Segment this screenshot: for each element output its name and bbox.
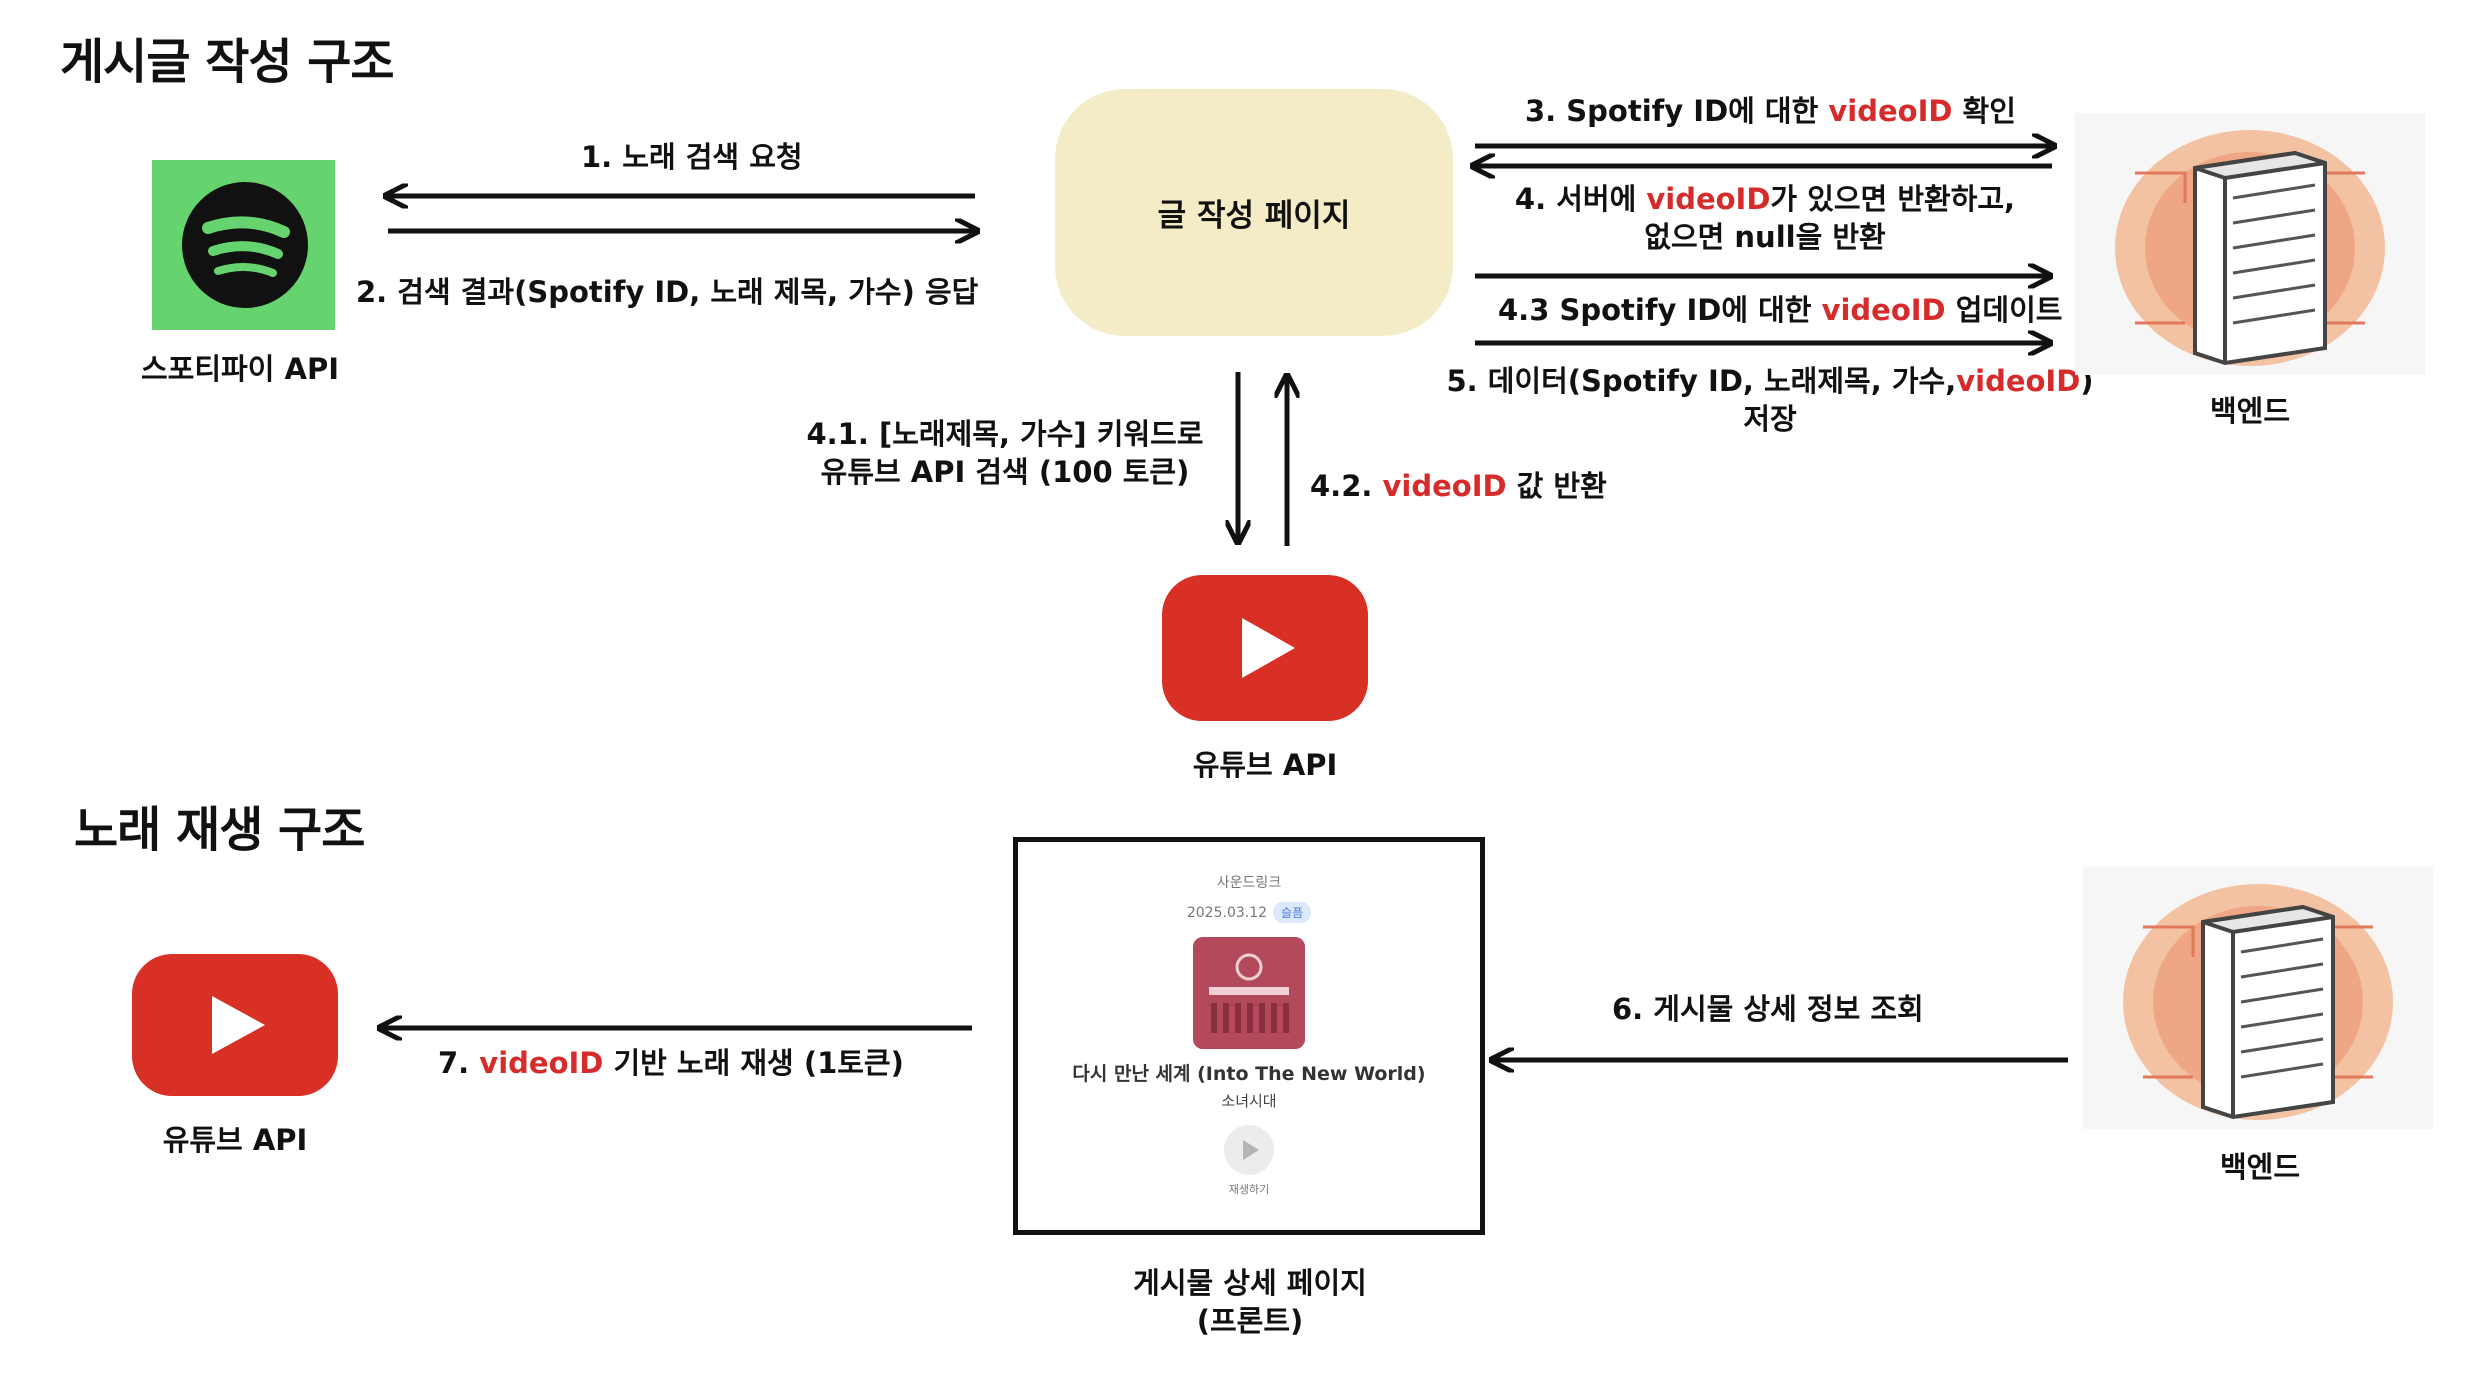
play-label: 재생하기 [1018, 1181, 1480, 1197]
step41-label: 4.1. [노래제목, 가수] 키워드로 유튜브 API 검색 (100 토큰) [790, 415, 1220, 491]
step3-label: 3. Spotify ID에 대한 videoID 확인 [1525, 92, 2016, 130]
youtube-logo-icon [130, 952, 340, 1098]
song-title: 다시 만난 세계 (Into The New World) [1018, 1059, 1480, 1086]
youtube-bottom-label: 유튜브 API [120, 1121, 350, 1159]
step5-label: 5. 데이터(Spotify ID, 노래제목, 가수,videoID) 저장 [1440, 362, 2100, 438]
play-button[interactable] [1018, 1125, 1480, 1175]
step43-label: 4.3 Spotify ID에 대한 videoID 업데이트 [1498, 291, 2062, 329]
detail-page-card: 사운드링크 2025.03.12 슬픔 다시 만난 세계 (Into The Ne… [1013, 837, 1485, 1235]
category-label: 사운드링크 [1018, 872, 1480, 892]
youtube-top-label: 유튜브 API [1150, 746, 1380, 784]
step4-label: 4. 서버에 videoID가 있으면 반환하고, 없으면 null을 반환 [1460, 180, 2070, 256]
backend-bottom-label: 백엔드 [2160, 1148, 2360, 1186]
backend-top-label: 백엔드 [2150, 392, 2350, 430]
step6-label: 6. 게시물 상세 정보 조회 [1612, 990, 1924, 1028]
tag-badge: 슬픔 [1273, 902, 1311, 923]
youtube-logo-icon [1160, 573, 1370, 723]
server-icon [2075, 113, 2425, 375]
write-page-box: 글 작성 페이지 [1055, 89, 1453, 336]
spotify-api-label: 스포티파이 API [90, 350, 390, 388]
album-art [1193, 937, 1305, 1049]
step1-label: 1. 노래 검색 요청 [581, 138, 803, 176]
step42-label: 4.2. videoID 값 반환 [1310, 467, 1607, 505]
date-row: 2025.03.12 슬픔 [1018, 902, 1480, 923]
play-icon [1224, 1125, 1274, 1175]
server-icon [2083, 867, 2433, 1129]
step7-label: 7. videoID 기반 노래 재생 (1토큰) [438, 1044, 904, 1082]
spotify-logo-icon [152, 160, 335, 330]
date-label: 2025.03.12 [1187, 905, 1267, 921]
detail-page-label: 게시물 상세 페이지 (프론트) [1060, 1264, 1440, 1340]
write-page-label: 글 작성 페이지 [1158, 190, 1351, 235]
artist-name: 소녀시대 [1018, 1090, 1480, 1111]
step2-label: 2. 검색 결과(Spotify ID, 노래 제목, 가수) 응답 [356, 273, 978, 311]
